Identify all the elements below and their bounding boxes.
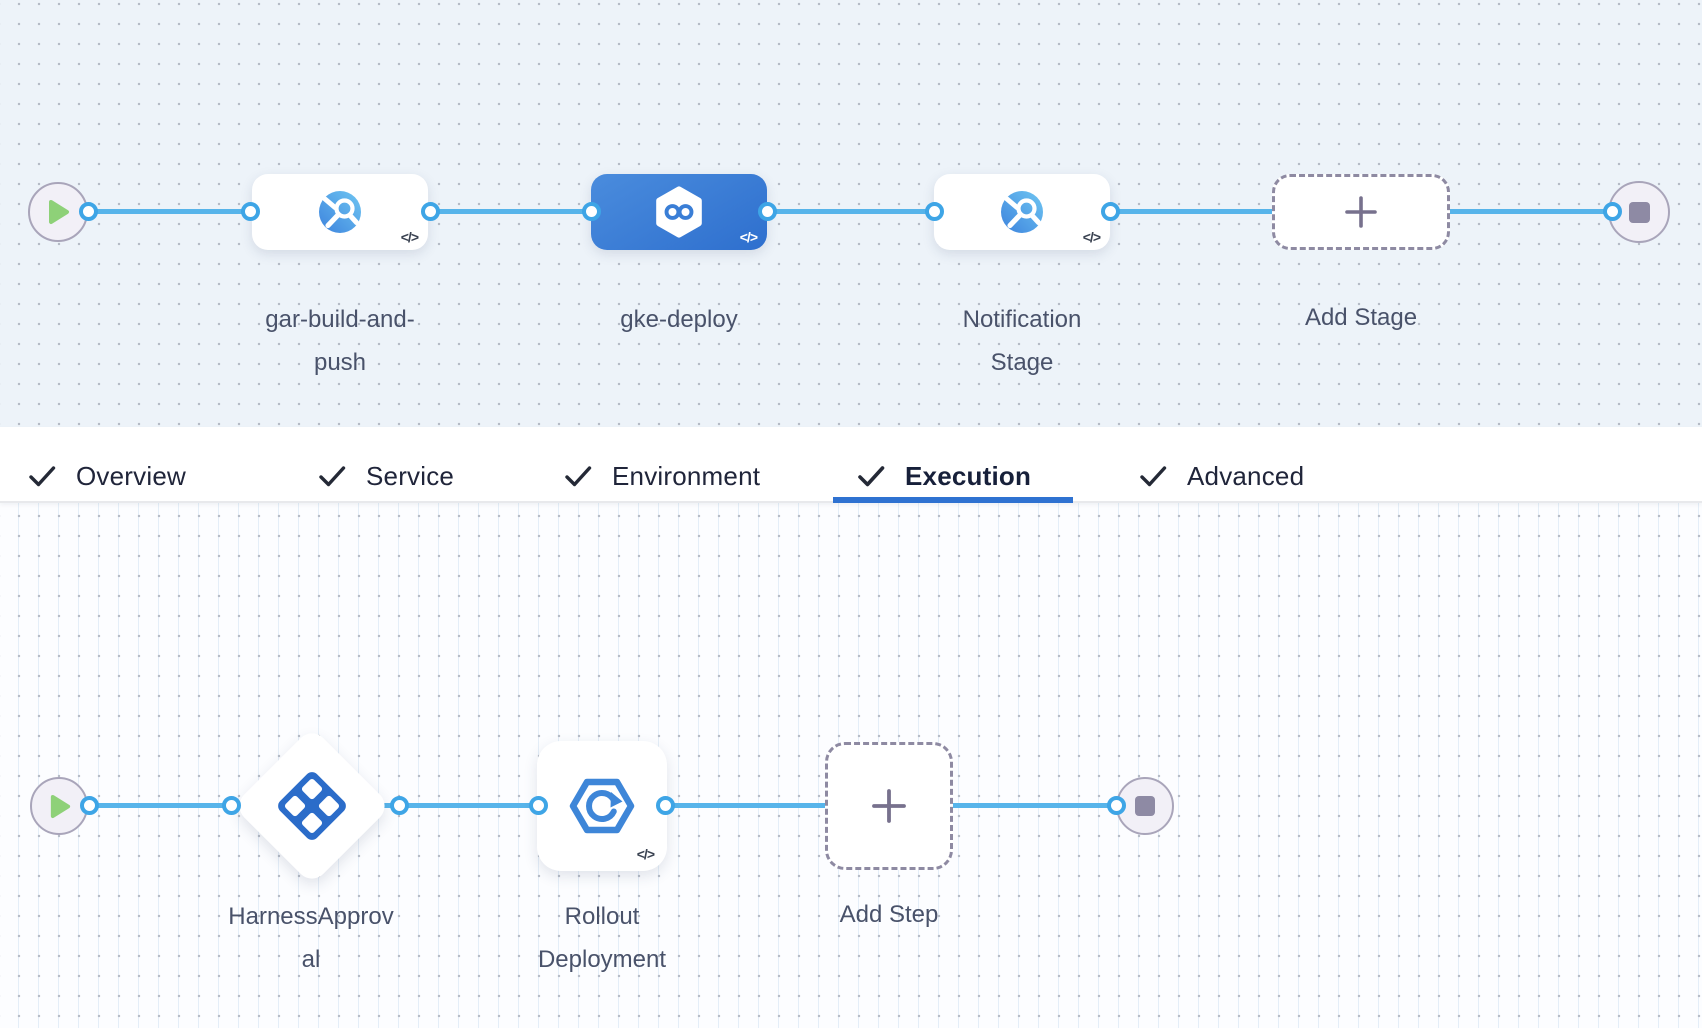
tab-environment[interactable]: Environment <box>565 427 760 501</box>
yaml-code-icon: </> <box>636 846 655 862</box>
connector-dot <box>390 796 409 815</box>
stage-label: gar-build-and-push <box>265 306 415 376</box>
step-label: HarnessApproval <box>228 903 394 973</box>
add-step-button[interactable] <box>825 742 953 870</box>
stage-label: Notification Stage <box>962 306 1082 376</box>
tab-label: Environment <box>612 460 761 491</box>
step-node-rollout-deployment[interactable]: </> <box>537 741 667 871</box>
execution-start-node <box>30 777 88 835</box>
tab-label: Service <box>366 460 455 491</box>
add-step-label: Add Step <box>839 901 939 928</box>
deploy-stage-icon <box>656 186 702 238</box>
tab-label: Advanced <box>1187 460 1305 491</box>
connector-dot <box>582 202 601 221</box>
tab-overview[interactable]: Overview <box>29 427 186 501</box>
tab-label: Overview <box>76 460 186 491</box>
connector-dot <box>758 202 777 221</box>
rollout-deployment-icon <box>569 778 635 834</box>
custom-stage-icon <box>1001 191 1043 233</box>
connector-dot <box>222 796 241 815</box>
active-tab-underline <box>833 497 1073 503</box>
approval-step-icon <box>273 767 351 845</box>
tab-service[interactable]: Service <box>319 427 454 501</box>
stage-canvas: </> </> </> <box>0 0 1702 427</box>
connector-dot <box>80 796 99 815</box>
yaml-code-icon: </> <box>400 229 419 245</box>
pipeline-start-node <box>28 182 88 242</box>
plus-icon <box>872 789 906 823</box>
check-icon <box>565 465 592 486</box>
step-label: Rollout Deployment <box>537 903 667 973</box>
stage-node-gke-deploy[interactable]: </> <box>591 174 767 250</box>
connector-dot <box>925 202 944 221</box>
connector-dot <box>241 202 260 221</box>
stage-connector-line <box>88 209 1612 214</box>
connector-dot <box>1101 202 1120 221</box>
connector-dot <box>79 202 98 221</box>
play-icon <box>49 200 69 224</box>
connector-dot <box>1603 202 1622 221</box>
check-icon <box>319 465 346 486</box>
stage-label: gke-deploy <box>620 306 738 333</box>
connector-dot <box>529 796 548 815</box>
check-icon <box>858 465 885 486</box>
tab-advanced[interactable]: Advanced <box>1140 427 1304 501</box>
yaml-code-icon: </> <box>1082 229 1101 245</box>
stage-detail-tabbar: Overview Service Environment Execution A… <box>0 427 1702 503</box>
check-icon <box>29 465 56 486</box>
stop-icon <box>1628 201 1650 223</box>
stop-icon <box>1135 796 1155 816</box>
custom-stage-icon <box>319 191 361 233</box>
play-icon <box>50 794 70 818</box>
connector-dot <box>1107 796 1126 815</box>
stage-node-gar-build-and-push[interactable]: </> <box>252 174 428 250</box>
connector-dot <box>656 796 675 815</box>
check-icon <box>1140 465 1167 486</box>
connector-dot <box>421 202 440 221</box>
add-stage-label: Add Stage <box>1304 304 1418 331</box>
plus-icon <box>1345 196 1377 228</box>
yaml-code-icon: </> <box>739 229 758 245</box>
step-node-harness-approval[interactable] <box>232 726 392 886</box>
add-stage-button[interactable] <box>1272 174 1450 250</box>
tab-execution[interactable]: Execution <box>858 427 1031 501</box>
tab-label: Execution <box>905 460 1032 491</box>
stage-node-notification-stage[interactable]: </> <box>934 174 1110 250</box>
